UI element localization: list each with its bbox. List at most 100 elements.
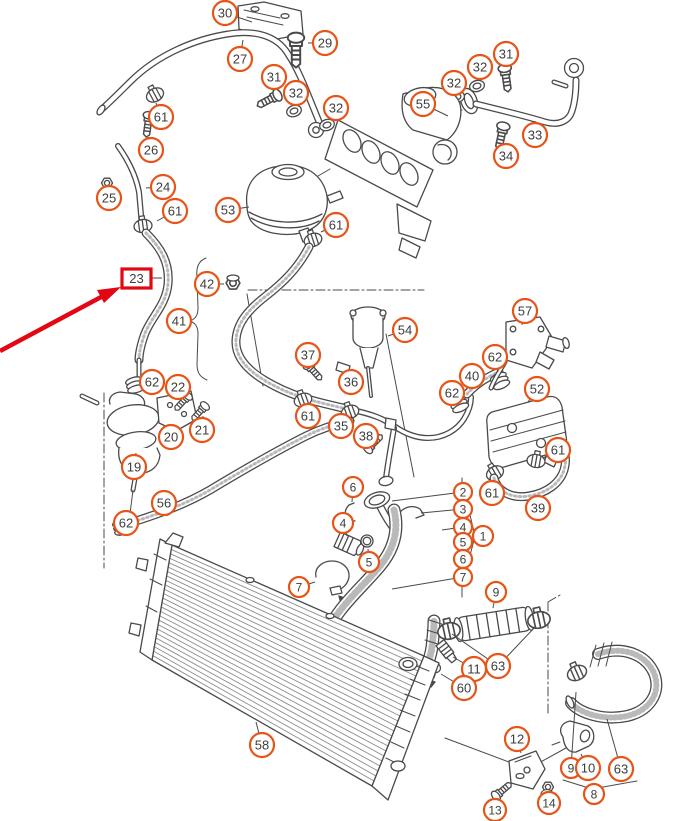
callout-37[interactable]: 37: [294, 341, 322, 369]
callout-62[interactable]: 62: [112, 509, 140, 537]
callout-36[interactable]: 36: [337, 368, 365, 396]
svg-text:20: 20: [164, 430, 178, 445]
callout-3[interactable]: 3: [452, 498, 474, 520]
callout-32[interactable]: 32: [282, 79, 310, 107]
svg-text:42: 42: [200, 277, 214, 292]
svg-text:11: 11: [467, 662, 481, 677]
callout-38[interactable]: 38: [352, 422, 380, 450]
svg-text:9: 9: [568, 761, 575, 775]
callout-35[interactable]: 35: [327, 412, 355, 440]
callout-61[interactable]: 61: [322, 211, 350, 239]
callout-41[interactable]: 41: [165, 307, 193, 335]
bolt-31: [496, 62, 516, 94]
callout-62[interactable]: 62: [481, 343, 509, 371]
svg-text:10: 10: [581, 761, 595, 776]
connector-pipe-9: [453, 605, 535, 643]
callout-39[interactable]: 39: [524, 494, 552, 522]
svg-text:61: 61: [485, 486, 499, 501]
callout-5[interactable]: 5: [357, 550, 381, 574]
callout-42[interactable]: 42: [193, 270, 221, 298]
callout-2[interactable]: 2: [452, 481, 474, 503]
callout-57[interactable]: 57: [511, 297, 539, 325]
svg-text:13: 13: [488, 803, 502, 817]
svg-text:31: 31: [499, 47, 513, 62]
callout-40[interactable]: 40: [458, 362, 486, 390]
svg-text:22: 22: [171, 380, 185, 395]
svg-text:37: 37: [301, 348, 315, 363]
callout-14[interactable]: 14: [536, 790, 562, 816]
callout-61[interactable]: 61: [478, 479, 506, 507]
svg-text:7: 7: [460, 570, 467, 584]
callout-33[interactable]: 33: [521, 121, 549, 149]
callout-6[interactable]: 6: [341, 475, 365, 499]
callout-26[interactable]: 26: [137, 136, 165, 164]
callout-54[interactable]: 54: [391, 316, 419, 344]
callout-4[interactable]: 4: [331, 511, 355, 535]
callout-24[interactable]: 24: [149, 173, 177, 201]
callout-11[interactable]: 11: [460, 655, 488, 683]
callout-21[interactable]: 21: [188, 416, 216, 444]
svg-text:8: 8: [591, 787, 598, 801]
callout-5[interactable]: 5: [452, 531, 474, 553]
callout-29[interactable]: 29: [311, 29, 339, 57]
callout-22[interactable]: 22: [164, 373, 192, 401]
svg-text:36: 36: [344, 375, 358, 390]
svg-text:24: 24: [156, 180, 170, 195]
callout-61[interactable]: 61: [294, 402, 322, 430]
callout-62[interactable]: 62: [438, 379, 466, 407]
callout-32[interactable]: 32: [440, 69, 468, 97]
svg-text:31: 31: [267, 70, 281, 85]
coolant-distributor-57: [488, 316, 570, 391]
callout-7[interactable]: 7: [287, 575, 311, 599]
svg-text:35: 35: [334, 419, 348, 434]
svg-text:27: 27: [233, 52, 247, 67]
svg-text:2: 2: [460, 485, 467, 499]
svg-text:58: 58: [255, 738, 269, 753]
callout-8[interactable]: 8: [582, 782, 606, 806]
callout-34[interactable]: 34: [492, 142, 520, 170]
svg-text:3: 3: [460, 502, 467, 516]
callout-62[interactable]: 62: [138, 368, 166, 396]
highlight-layer: 23: [0, 267, 162, 353]
svg-text:25: 25: [102, 191, 116, 206]
svg-text:26: 26: [144, 143, 158, 158]
callout-61[interactable]: 61: [147, 103, 175, 131]
callout-32[interactable]: 32: [322, 94, 350, 122]
upper-coolant-hose-assembly: [96, 1, 337, 392]
callout-53[interactable]: 53: [214, 196, 242, 224]
callout-58[interactable]: 58: [248, 731, 276, 759]
callout-10[interactable]: 10: [574, 754, 602, 782]
elbow-10: [559, 720, 595, 753]
clamp-61: [141, 81, 167, 106]
callout-32[interactable]: 32: [466, 53, 494, 81]
expansion-tank-53: [225, 163, 357, 415]
callout-55[interactable]: 55: [409, 90, 437, 118]
callout-60[interactable]: 60: [450, 674, 478, 702]
coolant-pipe-33-assembly: [429, 57, 585, 152]
sensor-11: [435, 639, 458, 664]
callout-6[interactable]: 6: [452, 548, 474, 570]
callout-61[interactable]: 61: [161, 197, 189, 225]
callout-1[interactable]: 1: [471, 524, 495, 548]
callout-12[interactable]: 12: [503, 725, 531, 753]
svg-text:62: 62: [145, 375, 159, 390]
callout-20[interactable]: 20: [157, 423, 185, 451]
callout-56[interactable]: 56: [150, 489, 178, 517]
callout-25[interactable]: 25: [95, 184, 123, 212]
callout-63[interactable]: 63: [484, 652, 512, 680]
highlighted-callout-23[interactable]: 23: [0, 267, 153, 353]
callout-27[interactable]: 27: [226, 45, 254, 73]
svg-text:32: 32: [329, 101, 343, 116]
callout-19[interactable]: 19: [120, 453, 148, 481]
callout-7[interactable]: 7: [452, 566, 474, 588]
callout-9[interactable]: 9: [484, 580, 508, 604]
callout-61[interactable]: 61: [544, 436, 572, 464]
svg-text:57: 57: [518, 304, 532, 319]
callout-31[interactable]: 31: [260, 63, 288, 91]
callout-31[interactable]: 31: [492, 40, 520, 68]
callout-63[interactable]: 63: [607, 755, 635, 783]
callout-52[interactable]: 52: [523, 375, 551, 403]
callout-13[interactable]: 13: [482, 797, 508, 821]
callout-30[interactable]: 30: [211, 0, 239, 27]
svg-text:1: 1: [480, 529, 487, 543]
